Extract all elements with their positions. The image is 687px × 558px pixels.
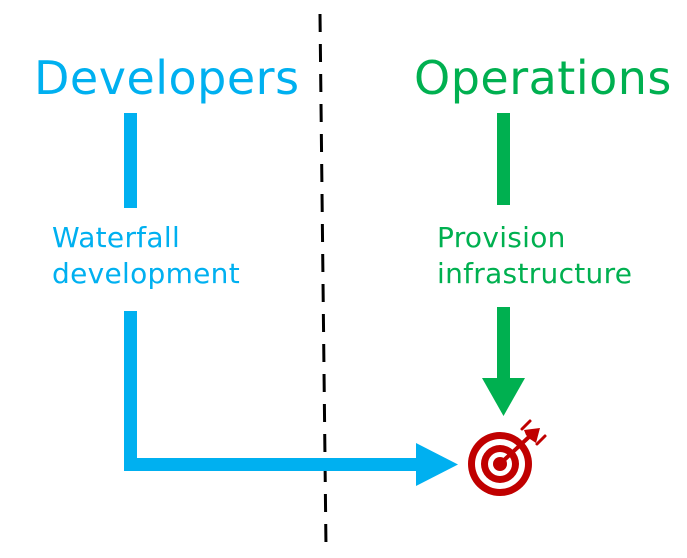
operations-heading: Operations xyxy=(414,51,672,105)
developers-connector-vertical xyxy=(124,311,137,471)
developers-heading: Developers xyxy=(34,51,300,105)
developers-step-line2: development xyxy=(52,257,241,290)
operations-connector-top xyxy=(497,113,510,205)
developers-step-line1: Waterfall xyxy=(52,221,181,254)
developers-arrow-head xyxy=(416,443,458,486)
developers-connector-horizontal xyxy=(124,458,424,471)
operations-step-line1: Provision xyxy=(437,221,566,254)
operations-step-label: Provision infrastructure xyxy=(437,220,632,292)
developers-connector-top xyxy=(124,113,137,208)
target-icon xyxy=(468,419,547,496)
operations-arrow-head xyxy=(482,378,525,416)
developers-step-label: Waterfall development xyxy=(52,220,240,292)
operations-step-line2: infrastructure xyxy=(437,257,633,290)
operations-connector-lower xyxy=(497,307,510,385)
